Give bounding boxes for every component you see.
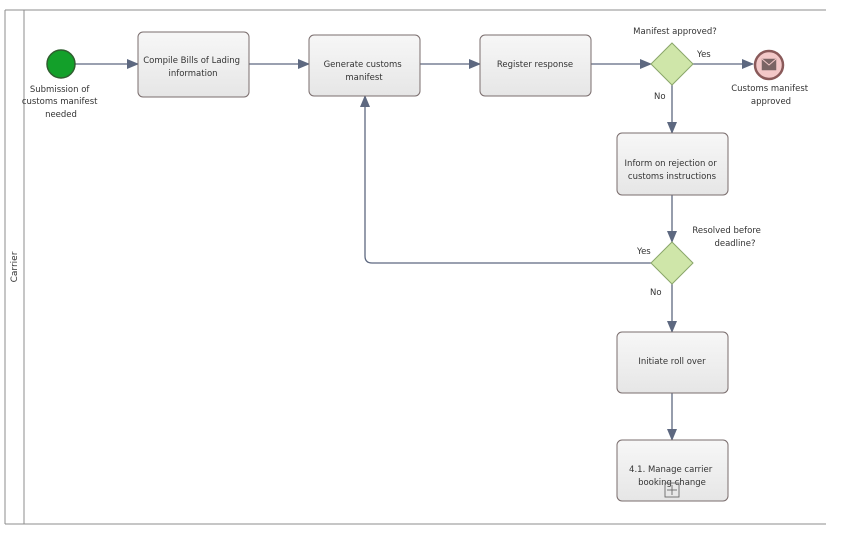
start-event-label: Submission of customs manifest needed [22, 85, 100, 120]
end-event-label: Customs manifest approved [731, 84, 811, 107]
gateway-no-label: No [654, 92, 666, 102]
gateway-no-label: No [650, 288, 662, 298]
lane-label: Carrier [10, 251, 20, 282]
task-inform-on-rejection[interactable]: Inform on rejection or customs instructi… [616, 132, 729, 196]
gateway-resolved-before-deadline[interactable]: Resolved before deadline? Yes No [636, 226, 764, 298]
task-label: Inform on rejection or customs instructi… [625, 159, 720, 182]
task-label: Compile Bills of Lading information [143, 56, 243, 79]
task-label: Generate customs manifest [324, 60, 405, 83]
task-initiate-roll-over[interactable]: Initiate roll over [616, 331, 729, 394]
gateway-manifest-approved[interactable]: Manifest approved? Yes No [633, 27, 717, 102]
task-compile-bills-of-lading[interactable]: Compile Bills of Lading information [137, 31, 250, 98]
gateway-yes-label: Yes [636, 247, 651, 257]
start-event[interactable]: Submission of customs manifest needed [22, 49, 100, 120]
pool-carrier: Carrier [4, 9, 826, 525]
task-generate-customs-manifest[interactable]: Generate customs manifest [308, 34, 421, 97]
subprocess-manage-carrier-booking-change[interactable]: 4.1. Manage carrier booking change [616, 439, 729, 502]
task-label: Initiate roll over [638, 357, 706, 367]
task-label: Register response [497, 60, 573, 70]
task-register-response[interactable]: Register response [479, 34, 592, 97]
sequence-flows [74, 59, 754, 441]
subprocess-plus-icon[interactable] [664, 482, 680, 498]
end-event-customs-manifest-approved[interactable]: Customs manifest approved [731, 49, 811, 107]
gateway-question-label: Resolved before deadline? [692, 226, 763, 249]
gateway-yes-label: Yes [696, 50, 711, 60]
gateway-question-label: Manifest approved? [633, 27, 717, 37]
envelope-icon [761, 58, 777, 71]
flow-resolved-yes-to-generate [360, 95, 651, 264]
